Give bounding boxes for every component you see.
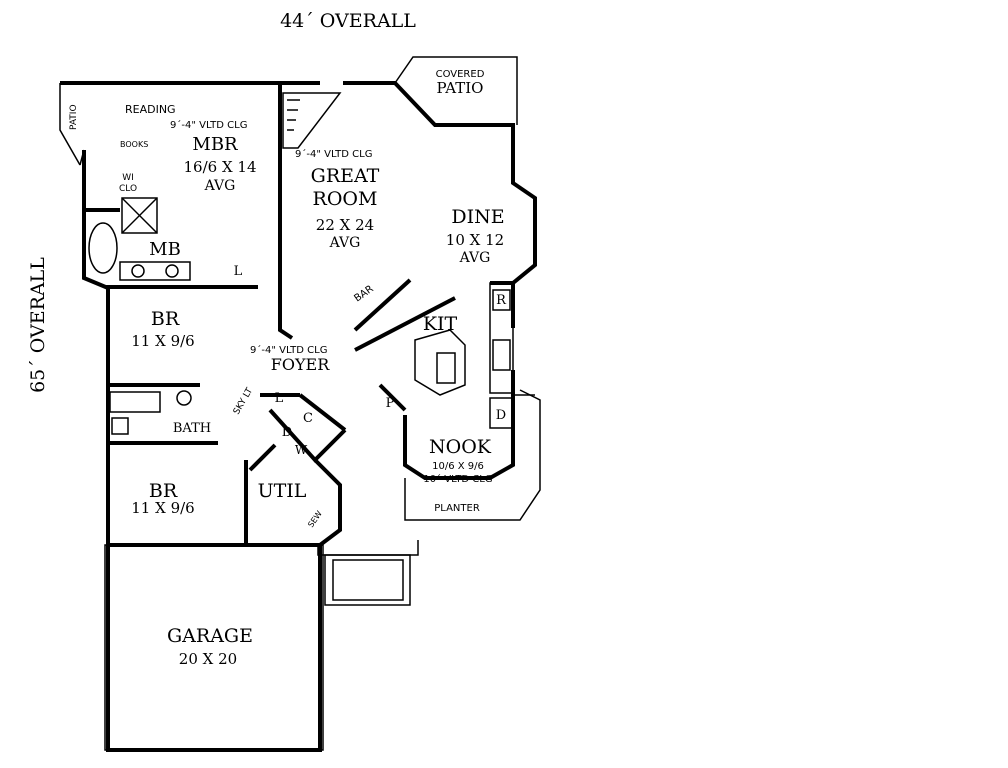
- mbr-size: 16/6 X 14: [184, 158, 257, 176]
- br2-size: 11 X 9/6: [131, 499, 194, 517]
- br2-name: BR: [149, 480, 178, 502]
- wi-clo-label-2: CLO: [119, 184, 137, 194]
- pantry-label: P: [386, 396, 395, 411]
- kit-name: KIT: [423, 313, 458, 335]
- width-overall: 44´ OVERALL: [280, 10, 416, 32]
- dishwasher-label: D: [496, 408, 506, 423]
- dine-name: DINE: [451, 206, 504, 228]
- planter-label: PLANTER: [434, 503, 480, 514]
- mbr-avg: AVG: [204, 178, 236, 194]
- garage-size: 20 X 20: [179, 650, 237, 668]
- coat-label: C: [303, 411, 313, 426]
- dryer-label: D: [282, 425, 292, 440]
- dine-size: 10 X 12: [446, 231, 504, 249]
- room-labels: READING 9´-4" VLTD CLG MBR 16/6 X 14 AVG…: [69, 69, 507, 668]
- books-label: BOOKS: [120, 140, 148, 149]
- bar-label: BAR: [352, 284, 375, 305]
- sky-lt-label: SKY LT: [232, 386, 255, 416]
- overall-dimensions: 44´ OVERALL 65´ OVERALL: [27, 10, 416, 393]
- covered-patio-line1: COVERED: [436, 69, 485, 80]
- great-room-name-1: GREAT: [311, 165, 380, 187]
- garage-name: GARAGE: [167, 625, 253, 647]
- washer-label: W: [295, 443, 308, 457]
- exterior-thin-lines: [59, 56, 541, 751]
- fixtures: [88, 92, 514, 435]
- mb-name: MB: [149, 239, 181, 260]
- mbr-ceiling: 9´-4" VLTD CLG: [170, 119, 247, 131]
- reading-label: READING: [125, 103, 176, 116]
- great-room-size: 22 X 24: [316, 216, 374, 234]
- covered-patio-line2: PATIO: [437, 79, 484, 97]
- bath-label: BATH: [173, 421, 211, 436]
- refrigerator-label: R: [496, 293, 507, 308]
- foyer-name: FOYER: [271, 355, 330, 374]
- br1-name: BR: [151, 308, 180, 330]
- sew-label: SEW: [306, 509, 324, 529]
- nook-size: 10/6 X 9/6: [432, 461, 484, 472]
- dine-avg: AVG: [459, 250, 491, 266]
- wi-clo-label-1: WI: [122, 173, 134, 183]
- depth-overall: 65´ OVERALL: [27, 257, 49, 393]
- br1-size: 11 X 9/6: [131, 332, 194, 350]
- great-room-ceiling: 9´-4" VLTD CLG: [295, 148, 372, 160]
- great-room-avg: AVG: [329, 235, 361, 251]
- foyer-ceiling: 9´-4" VLTD CLG: [250, 344, 327, 356]
- nook-ceiling: 10´ VLTD CLG: [423, 473, 492, 485]
- great-room-name-2: ROOM: [313, 188, 378, 210]
- mbr-name: MBR: [192, 134, 238, 155]
- util-name: UTIL: [258, 480, 307, 502]
- mb-linen: L: [234, 264, 243, 279]
- nook-name: NOOK: [429, 436, 492, 458]
- patio-small-label: PATIO: [69, 104, 79, 130]
- hall-linen-label: L: [275, 391, 284, 406]
